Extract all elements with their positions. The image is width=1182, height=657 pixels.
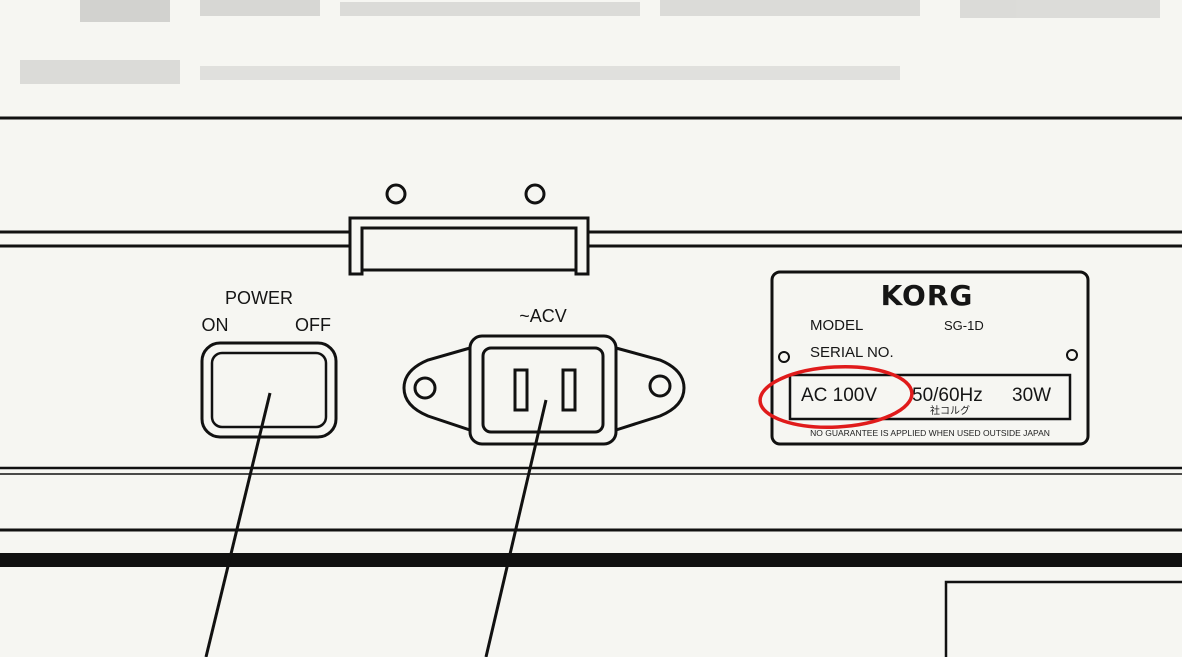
faded-header-text <box>20 0 1160 84</box>
highlight-circle <box>758 365 914 429</box>
handle-screw-left <box>385 183 407 205</box>
ac-inlet[interactable] <box>402 334 686 446</box>
rating-plate: KORG MODEL SG-1D SERIAL NO. AC 100V 50/6… <box>770 270 1090 446</box>
rating-freq: 50/60Hz <box>912 385 983 406</box>
model-value: SG-1D <box>944 318 984 333</box>
top-rail <box>0 216 1182 276</box>
power-switch[interactable] <box>200 341 338 439</box>
lower-panel-lines <box>0 466 1182 657</box>
serial-label: SERIAL NO. <box>810 344 894 361</box>
power-title: POWER <box>225 288 293 308</box>
ac-inlet-label: ~ACV <box>519 306 567 326</box>
disclaimer-text: NO GUARANTEE IS APPLIED WHEN USED OUTSID… <box>810 428 1050 438</box>
handle-screw-right <box>524 183 546 205</box>
rating-power: 30W <box>1012 385 1051 406</box>
power-on-label: ON <box>202 315 229 335</box>
model-label: MODEL <box>810 317 863 334</box>
leader-lines <box>204 392 548 657</box>
maker-mark: 社コルグ <box>930 404 970 417</box>
brand-logo: KORG <box>881 279 974 312</box>
rating-ac: AC 100V <box>801 385 877 406</box>
power-off-label: OFF <box>295 315 331 335</box>
